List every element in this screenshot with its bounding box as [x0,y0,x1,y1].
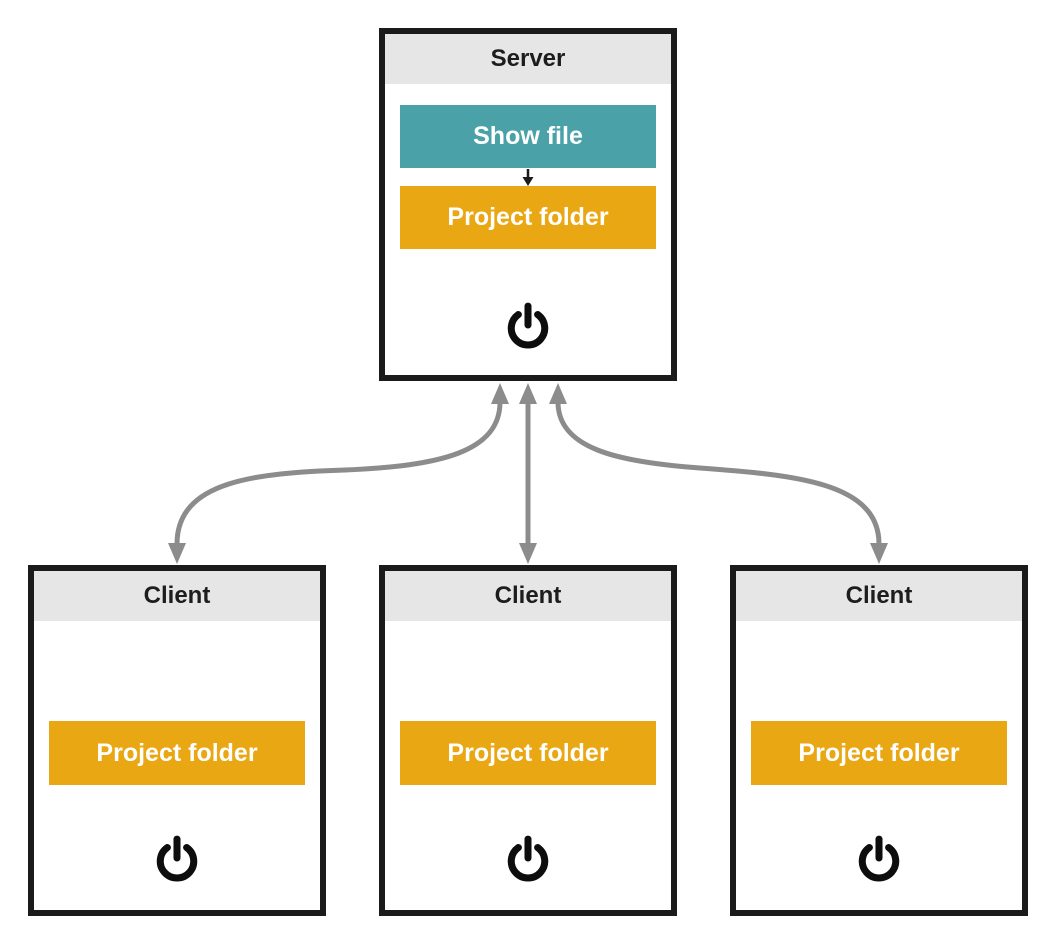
arrowhead-up-right [549,383,567,404]
server-project-folder-label: Project folder [447,203,609,231]
client-box-1: Client Project folder [28,565,326,916]
client-3-project-folder-button[interactable]: Project folder [751,721,1007,785]
power-icon[interactable] [852,831,906,885]
power-icon[interactable] [501,831,555,885]
client-box-2: Client Project folder [379,565,677,916]
client-3-title: Client [845,582,913,609]
arrowhead-down-middle [519,543,537,564]
client-1-project-folder-button[interactable]: Project folder [49,721,305,785]
server-project-folder-button[interactable]: Project folder [400,186,656,249]
client-2-project-folder-label: Project folder [447,738,609,767]
client-1-project-folder-label: Project folder [96,738,258,767]
power-icon[interactable] [501,298,555,352]
client-box-3: Client Project folder [730,565,1028,916]
client-2-header: Client [385,571,671,621]
client-2-project-folder-button[interactable]: Project folder [400,721,656,785]
server-box: Server Show file Project folder [379,28,677,381]
client-1-title: Client [143,582,211,609]
server-client-left-arrow [174,399,503,547]
show-file-button[interactable]: Show file [400,105,656,168]
down-arrow-icon [522,169,534,186]
power-icon[interactable] [150,831,204,885]
client-3-header: Client [736,571,1022,621]
show-file-label: Show file [473,122,583,150]
server-title: Server [490,45,566,72]
client-3-project-folder-label: Project folder [798,738,960,767]
arrowhead-down-right [870,543,888,564]
server-header: Server [385,34,671,84]
client-1-header: Client [34,571,320,621]
arrowhead-up-middle [519,383,537,404]
client-2-title: Client [494,582,562,609]
server-client-right-arrow [555,399,882,547]
arrowhead-down-left [168,543,186,564]
arrowhead-up-left [491,383,509,404]
